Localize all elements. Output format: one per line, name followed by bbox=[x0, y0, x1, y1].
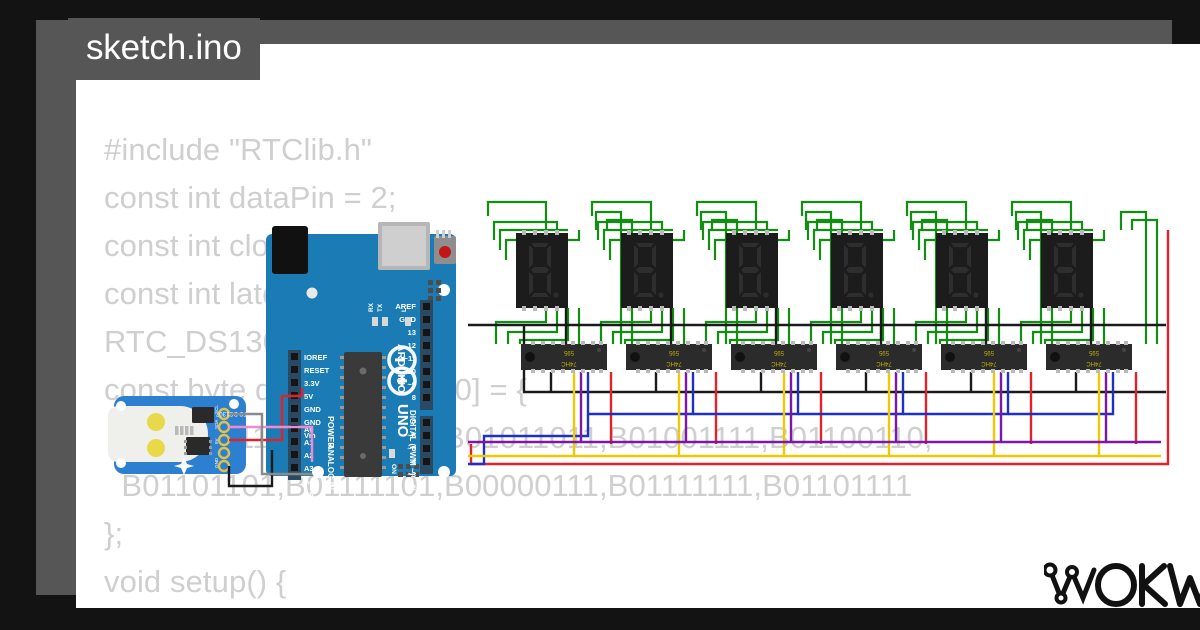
shift-register-74hc595[interactable] bbox=[836, 341, 922, 373]
svg-text:L: L bbox=[401, 308, 408, 312]
svg-text:~6: ~6 bbox=[407, 431, 416, 440]
svg-text:~3: ~3 bbox=[407, 470, 416, 479]
wokwi-logo bbox=[1042, 552, 1200, 608]
svg-text:~10: ~10 bbox=[403, 367, 416, 376]
svg-text:POWER: POWER bbox=[326, 416, 336, 449]
seven-segment-display[interactable] bbox=[1041, 230, 1093, 311]
svg-text:A0: A0 bbox=[304, 425, 313, 434]
svg-text:~9: ~9 bbox=[407, 380, 416, 389]
project-canvas: #include "RTClib.h" const int dataPin = … bbox=[76, 44, 1200, 608]
svg-text:~5: ~5 bbox=[407, 444, 416, 453]
svg-text:ANALOG IN: ANALOG IN bbox=[326, 444, 335, 490]
circuit-diagram: 595 74HC bbox=[76, 44, 1200, 608]
wire-bundle-latch bbox=[468, 372, 1161, 444]
svg-text:8: 8 bbox=[412, 393, 416, 402]
svg-text:GND: GND bbox=[214, 457, 219, 468]
svg-text:5V: 5V bbox=[214, 437, 219, 444]
rtc-ds1307-module[interactable]: RTC DS1307 SCL SDA 5V GND bbox=[108, 396, 252, 475]
shift-register-74hc595[interactable] bbox=[731, 341, 817, 373]
shift-register-74hc595[interactable] bbox=[521, 341, 607, 373]
svg-text:SCL: SCL bbox=[214, 405, 219, 414]
svg-text:RX 0: RX 0 bbox=[399, 509, 416, 518]
svg-text:AREF: AREF bbox=[395, 302, 416, 311]
svg-text:12: 12 bbox=[408, 341, 416, 350]
svg-text:7: 7 bbox=[412, 418, 416, 427]
svg-text:GND: GND bbox=[304, 418, 321, 427]
seven-segment-display[interactable] bbox=[621, 230, 673, 311]
svg-text:GND: GND bbox=[304, 405, 321, 414]
svg-text:Vin: Vin bbox=[304, 431, 316, 440]
wire-bundle-power bbox=[300, 230, 1170, 466]
seven-segment-display[interactable] bbox=[516, 230, 568, 311]
arduino-uno-board[interactable]: IOREF RESET 3.3V 5V GND GND Vin A0 A1 A2… bbox=[266, 222, 456, 518]
wire-bundle-green bbox=[486, 200, 1159, 350]
wire-bundle-data bbox=[468, 372, 1115, 466]
seven-segment-display[interactable] bbox=[936, 230, 988, 311]
svg-text:~11: ~11 bbox=[404, 354, 417, 363]
file-tab-sketch-ino[interactable]: sketch.ino bbox=[68, 18, 260, 80]
svg-text:SDA: SDA bbox=[214, 419, 219, 429]
svg-text:ARDUINO: ARDUINO bbox=[395, 344, 407, 393]
svg-text:A3: A3 bbox=[304, 464, 313, 473]
seven-segment-display[interactable] bbox=[726, 230, 778, 311]
svg-text:ON: ON bbox=[390, 464, 397, 474]
svg-text:RESET: RESET bbox=[304, 366, 330, 375]
svg-text:4: 4 bbox=[412, 457, 417, 466]
svg-text:TX 1: TX 1 bbox=[400, 496, 417, 505]
shift-register-74hc595[interactable] bbox=[626, 341, 712, 373]
rtc-wires bbox=[227, 388, 314, 488]
svg-text:UNO: UNO bbox=[394, 404, 411, 438]
canvas-frame: #include "RTClib.h" const int dataPin = … bbox=[36, 20, 1200, 608]
svg-text:DIGITAL (PWM ~): DIGITAL (PWM ~) bbox=[408, 410, 417, 476]
svg-text:3.3V: 3.3V bbox=[304, 379, 321, 388]
svg-text:13: 13 bbox=[408, 328, 416, 337]
svg-text:IOREF: IOREF bbox=[304, 353, 328, 362]
svg-text:2: 2 bbox=[412, 483, 416, 492]
svg-text:TX: TX bbox=[377, 303, 384, 312]
shift-register-74hc595[interactable] bbox=[1046, 341, 1132, 373]
seven-segment-display[interactable] bbox=[831, 230, 883, 311]
svg-text:5V: 5V bbox=[304, 392, 314, 401]
svg-text:A1: A1 bbox=[304, 438, 313, 447]
svg-text:A2: A2 bbox=[304, 451, 313, 460]
svg-text:A4: A4 bbox=[304, 477, 314, 486]
svg-text:RX: RX bbox=[368, 302, 375, 312]
shift-register-74hc595[interactable] bbox=[941, 341, 1027, 373]
svg-text:A5: A5 bbox=[304, 490, 313, 499]
